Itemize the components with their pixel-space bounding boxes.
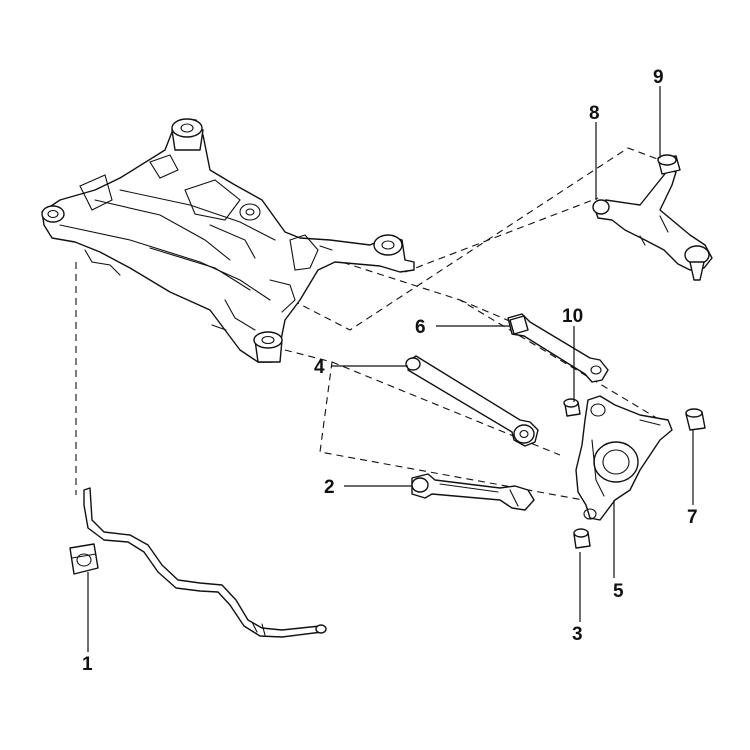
stabilizer-bushing (69, 543, 99, 575)
callout-4: 4 (314, 357, 325, 378)
rear-subframe (41, 118, 415, 363)
rear-knuckle (575, 395, 673, 521)
callout-9: 9 (653, 67, 664, 88)
callout-labels: 1 2 3 4 5 6 7 8 9 10 (82, 67, 698, 675)
stabilizer-bar (83, 487, 327, 638)
bushing-10 (563, 398, 581, 417)
callout-8: 8 (589, 103, 600, 124)
callout-10: 10 (562, 306, 583, 327)
leader-lines (87, 86, 694, 652)
bushing-3 (573, 528, 591, 549)
callout-1: 1 (82, 654, 93, 675)
callout-6: 6 (415, 317, 426, 338)
bushing-9 (657, 154, 681, 175)
bushing-7 (685, 408, 706, 431)
upper-link (507, 313, 609, 383)
callout-5: 5 (613, 581, 624, 602)
lateral-link-long (405, 355, 539, 447)
upper-control-arm (592, 169, 713, 281)
callout-3: 3 (572, 624, 583, 645)
callout-7: 7 (687, 507, 698, 528)
toe-control-arm (411, 473, 535, 511)
callout-2: 2 (324, 477, 335, 498)
